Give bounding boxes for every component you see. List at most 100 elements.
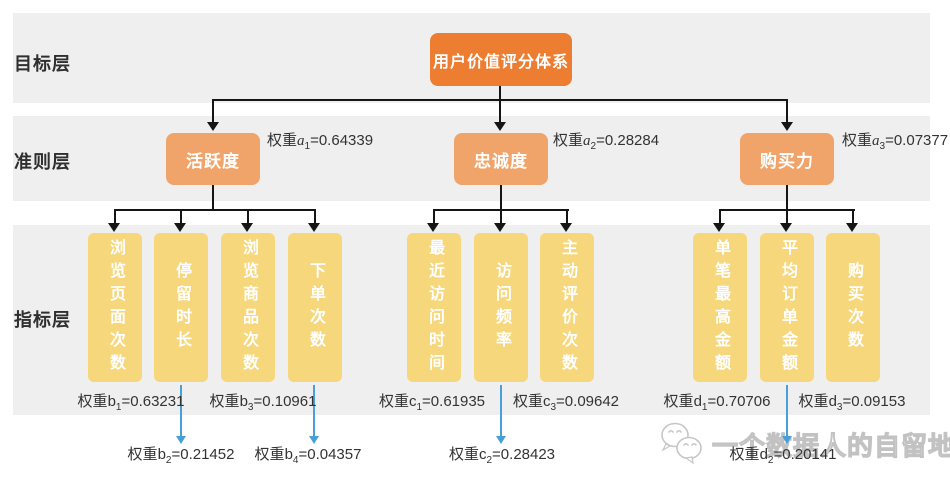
watermark-text: 一个数据人的自留地 xyxy=(711,431,950,462)
weight-value: =0.63231 xyxy=(121,393,185,410)
weight-label-c1: 权重c1=0.61935 xyxy=(378,390,486,413)
goal-node: 用户价值评分体系 xyxy=(430,33,572,86)
connector-line xyxy=(247,209,249,224)
weight-label-b3: 权重b3=0.10961 xyxy=(209,390,317,413)
weight-prefix: 权重 xyxy=(729,446,760,463)
weight-prefix: 权重 xyxy=(77,393,108,410)
weight-prefix: 权重 xyxy=(512,393,543,410)
weight-sub: 2 xyxy=(590,141,597,152)
weight-value: =0.64339 xyxy=(310,132,374,149)
weight-value: =0.04357 xyxy=(298,446,362,463)
weight-value: =0.10961 xyxy=(253,393,317,410)
indicator-label: 访问频率 xyxy=(493,261,510,354)
connector-line xyxy=(180,209,182,224)
blue-arrow-line xyxy=(313,385,315,437)
weight-prefix: 权重 xyxy=(254,446,285,463)
connector-line xyxy=(786,209,788,224)
indicator-node: 浏览页面次数 xyxy=(88,233,142,382)
indicator-node: 停留时长 xyxy=(154,233,208,382)
connector-line xyxy=(500,185,502,211)
connector-line xyxy=(433,209,435,224)
connector-line xyxy=(114,209,116,224)
weight-prefix: 权重 xyxy=(448,446,479,463)
weight-value: =0.09153 xyxy=(842,393,906,410)
indicator-node: 浏览商品次数 xyxy=(221,233,275,382)
weight-label-d1: 权重d1=0.70706 xyxy=(663,390,771,413)
weight-value: =0.70706 xyxy=(707,393,771,410)
indicator-node: 单笔最高金额 xyxy=(693,233,747,382)
arrow-down-icon xyxy=(560,223,572,232)
indicator-node: 主动评价次数 xyxy=(540,233,594,382)
weight-prefix: 权重 xyxy=(378,393,409,410)
weight-value: =0.21452 xyxy=(171,446,235,463)
weight-var: b xyxy=(284,446,293,463)
blue-arrow-down-icon xyxy=(309,436,319,444)
weight-sub: 3 xyxy=(879,141,886,152)
arrow-down-icon xyxy=(207,122,219,131)
weight-var: c xyxy=(408,393,417,410)
weight-sub: 3 xyxy=(836,402,843,413)
weight-var: a xyxy=(583,133,591,149)
wechat-icon xyxy=(656,421,708,470)
weight-label-c3: 权重c3=0.09642 xyxy=(512,390,620,413)
arrow-down-icon xyxy=(494,223,506,232)
weight-var: d xyxy=(759,446,768,463)
weight-var: c xyxy=(542,393,551,410)
indicator-node: 购买次数 xyxy=(826,233,880,382)
weight-sub: 4 xyxy=(292,455,299,466)
arrow-down-icon xyxy=(780,223,792,232)
indicator-label: 平均订单金额 xyxy=(779,238,796,377)
connector-line xyxy=(499,86,501,101)
arrow-down-icon xyxy=(846,223,858,232)
weight-label-d2: 权重d2=0.20141 xyxy=(729,443,837,466)
indicator-label: 主动评价次数 xyxy=(559,238,576,377)
blue-arrow-line xyxy=(786,385,788,437)
weight-label-b4: 权重b4=0.04357 xyxy=(254,443,362,466)
indicator-label: 单笔最高金额 xyxy=(712,238,729,377)
blue-arrow-down-icon xyxy=(176,436,186,444)
connector-line xyxy=(786,99,788,123)
indicator-label: 购买次数 xyxy=(845,261,862,354)
layer-label-indicator: 指标层 xyxy=(14,310,71,330)
weight-sub: 3 xyxy=(550,402,557,413)
weight-label-a2: 权重a2=0.28284 xyxy=(553,129,659,152)
weight-var: b xyxy=(239,393,248,410)
indicator-node: 下单次数 xyxy=(288,233,342,382)
weight-label-b1: 权重b1=0.63231 xyxy=(77,390,185,413)
connector-line xyxy=(212,99,214,123)
arrow-down-icon xyxy=(108,223,120,232)
weight-label-a3: 权重a3=0.07377 xyxy=(842,129,948,152)
weight-prefix: 权重 xyxy=(798,393,829,410)
weight-var: a xyxy=(297,133,305,149)
weight-var: b xyxy=(157,446,166,463)
connector-line xyxy=(500,209,502,224)
layer-label-goal: 目标层 xyxy=(14,54,71,74)
weight-var: a xyxy=(872,133,880,149)
weight-sub: 1 xyxy=(701,402,708,413)
weight-var: d xyxy=(828,393,837,410)
indicator-label: 下单次数 xyxy=(307,261,324,354)
weight-value: =0.09642 xyxy=(556,393,620,410)
weight-label-c2: 权重c2=0.28423 xyxy=(448,443,556,466)
weight-sub: 3 xyxy=(247,402,254,413)
arrow-down-icon xyxy=(174,223,186,232)
weight-sub: 1 xyxy=(416,402,423,413)
indicator-label: 最近访问时间 xyxy=(426,238,443,377)
weight-value: =0.20141 xyxy=(773,446,837,463)
arrow-down-icon xyxy=(241,223,253,232)
weight-label-d3: 权重d3=0.09153 xyxy=(798,390,906,413)
weight-prefix: 权重 xyxy=(209,393,240,410)
criteria-node-activity: 活跃度 xyxy=(166,133,260,185)
weight-value: =0.28423 xyxy=(492,446,556,463)
weight-label-a1: 权重a1=0.64339 xyxy=(267,129,374,152)
arrow-down-icon xyxy=(308,223,320,232)
weight-prefix: 权重 xyxy=(842,132,873,149)
connector-line xyxy=(114,209,316,211)
indicator-node: 最近访问时间 xyxy=(407,233,461,382)
weight-sub: 2 xyxy=(486,455,493,466)
indicator-label: 浏览页面次数 xyxy=(107,238,124,377)
weight-prefix: 权重 xyxy=(663,393,694,410)
connector-line xyxy=(499,99,501,123)
weight-value: =0.61935 xyxy=(422,393,486,410)
